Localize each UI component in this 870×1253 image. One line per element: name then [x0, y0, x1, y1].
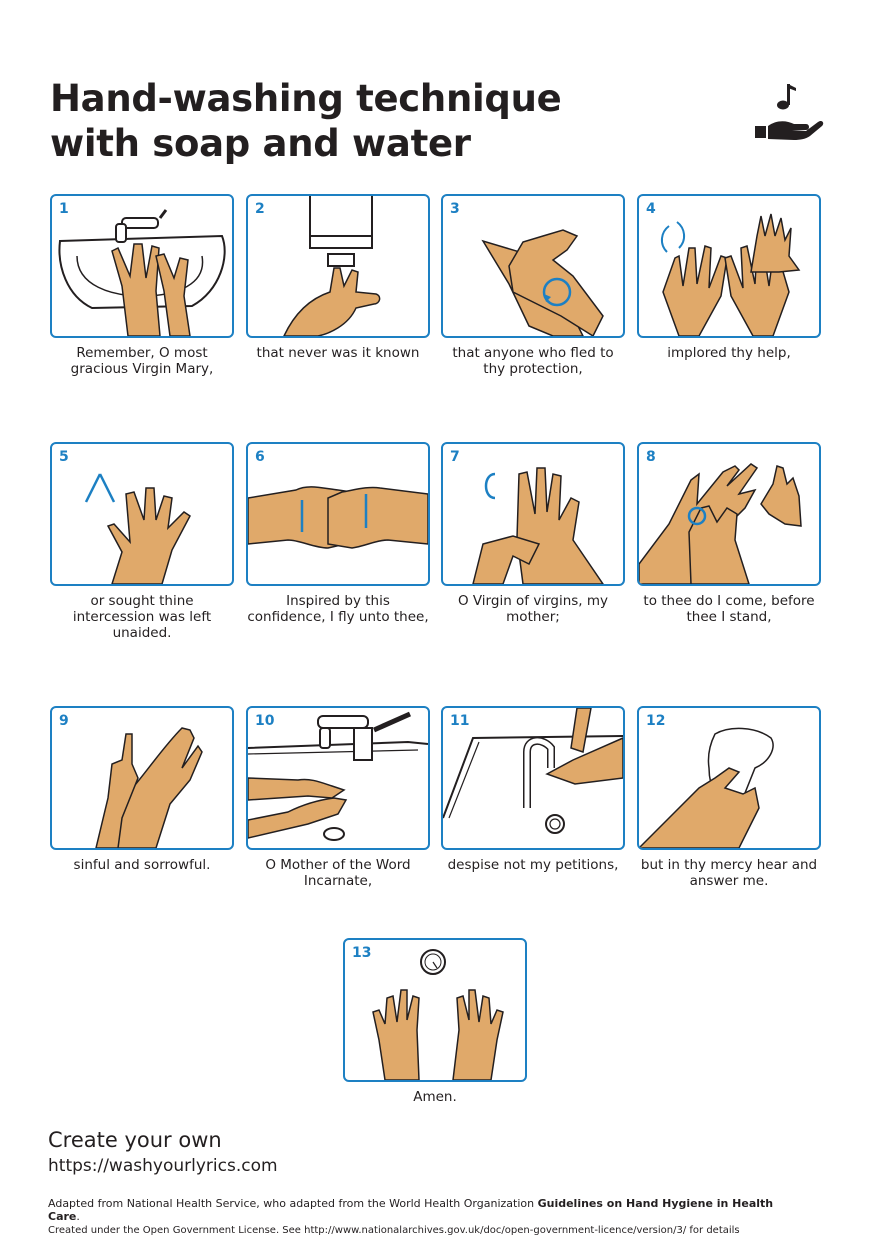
step-caption: implored thy help,: [667, 345, 791, 361]
step-number: 8: [646, 449, 656, 465]
soap-dispenser-icon: [283, 196, 381, 336]
step-panel: 3: [441, 194, 625, 338]
turn-off-tap-icon: [443, 708, 623, 834]
credit-bold-title: Guidelines on Hand Hygiene in Health Car…: [48, 1197, 774, 1223]
step-panel: 8: [637, 442, 821, 586]
step-number: 7: [450, 449, 460, 465]
step-panel: 12: [637, 706, 821, 850]
create-your-own-heading: Create your own: [48, 1128, 222, 1152]
step-number: 6: [255, 449, 265, 465]
step-6: 6 Inspired by this confidence, I fly unt…: [246, 442, 430, 625]
step-panel: 2: [246, 194, 430, 338]
interlocked-fingers-icon: [248, 486, 428, 549]
step-number: 10: [255, 713, 275, 729]
step-number: 4: [646, 201, 656, 217]
step-caption: that anyone who fled to thy protection,: [452, 345, 614, 377]
step-3: 3 that anyone who fled to thy protection…: [441, 194, 625, 377]
hand-with-music-note-icon: [755, 84, 824, 140]
step-caption: O Virgin of virgins, my mother;: [457, 593, 609, 625]
step-number: 13: [352, 945, 372, 961]
step-number: 5: [59, 449, 69, 465]
step-number: 1: [59, 201, 69, 217]
rinse-hands-icon: [248, 711, 428, 841]
step-caption: or sought thine intercession was left un…: [72, 593, 212, 641]
rub-wrist-icon: [95, 727, 203, 848]
interlaced-fingers-icon: [84, 473, 191, 584]
step-caption: but in thy mercy hear and answer me.: [640, 857, 818, 889]
step-panel: 10: [246, 706, 430, 850]
step-number: 12: [646, 713, 666, 729]
step-8: 8 to thee do I come, before thee I stand…: [637, 442, 821, 625]
step-4: 4 implored thy help,: [637, 194, 821, 361]
credit-prefix: Adapted from National Health Service, wh…: [48, 1197, 538, 1210]
step-caption: Inspired by this confidence, I fly unto …: [247, 593, 429, 625]
step-caption: that never was it known: [256, 345, 420, 361]
step-7: 7 O Virgin of virgins, my mother;: [441, 442, 625, 625]
step-9: 9 sinful and sorrowful.: [50, 706, 234, 873]
website-link[interactable]: https://washyourlyrics.com: [48, 1156, 278, 1176]
title-line-1: Hand-washing technique: [50, 77, 562, 120]
step-panel: 1: [50, 194, 234, 338]
credit-suffix: .: [76, 1210, 80, 1223]
step-panel: 9: [50, 706, 234, 850]
wet-hands-under-tap-icon: [58, 209, 226, 336]
title-line-2: with soap and water: [50, 122, 471, 165]
step-caption: O Mother of the Word Incarnate,: [265, 857, 411, 889]
step-number: 9: [59, 713, 69, 729]
step-5: 5 or sought thine intercession was left …: [50, 442, 234, 641]
step-caption: despise not my petitions,: [447, 857, 619, 873]
back-of-hands-icon: [661, 213, 801, 336]
license-text: Created under the Open Government Licens…: [48, 1225, 740, 1236]
step-1: 1 Remember, O most gracious Virgin Mary,: [50, 194, 234, 377]
step-number: 2: [255, 201, 265, 217]
step-caption: to thee do I come, before thee I stand,: [643, 593, 815, 625]
step-12: 12 but in thy mercy hear and answer me.: [637, 706, 821, 889]
step-number: 3: [450, 201, 460, 217]
step-panel: 11: [441, 706, 625, 850]
credit-text: Adapted from National Health Service, wh…: [48, 1197, 808, 1223]
dry-hands-towel-icon: [639, 727, 774, 848]
step-caption: Amen.: [413, 1089, 457, 1105]
step-caption: sinful and sorrowful.: [73, 857, 211, 873]
step-13: 13 Amen.: [343, 938, 527, 1105]
step-panel: 5: [50, 442, 234, 586]
step-panel: 4: [637, 194, 821, 338]
fingertips-rub-icon: [639, 463, 802, 584]
clean-hands-icon: [372, 949, 504, 1080]
step-panel: 7: [441, 442, 625, 586]
step-panel: 13: [343, 938, 527, 1082]
rub-palms-icon: [481, 229, 604, 336]
step-2: 2 that never was it known: [246, 194, 430, 361]
rotate-thumb-icon: [472, 467, 604, 584]
step-number: 11: [450, 713, 470, 729]
step-caption: Remember, O most gracious Virgin Mary,: [70, 345, 214, 377]
step-11: 11 despise not my petitions,: [441, 706, 625, 873]
page-title: Hand-washing technique with soap and wat…: [50, 76, 690, 166]
step-panel: 6: [246, 442, 430, 586]
step-10: 10 O Mother of the Word Incarnate,: [246, 706, 430, 889]
